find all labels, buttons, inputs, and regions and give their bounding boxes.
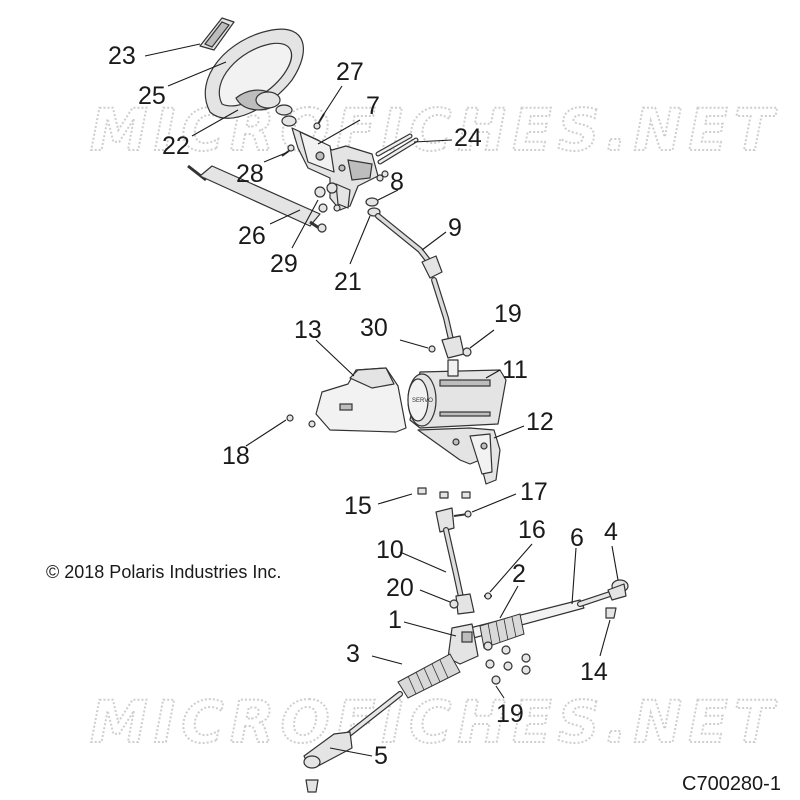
callout-12: 12 [526, 408, 554, 436]
part-30-bolt[interactable] [428, 345, 436, 353]
part-5-left-tie-rod[interactable] [303, 691, 403, 793]
part-20-nut[interactable] [449, 599, 459, 609]
part-4-right-tie-rod-end[interactable] [607, 579, 629, 601]
diagram-code: C700280-1 [682, 773, 781, 795]
watermark-bottom: MICROFICHES.NET [90, 688, 779, 756]
callout-19-upper: 19 [494, 300, 522, 328]
callout-7: 7 [366, 92, 380, 120]
callout-5: 5 [374, 742, 388, 770]
part-15-bolts[interactable] [417, 487, 471, 499]
part-22-steering-wheel[interactable] [204, 28, 304, 119]
callout-27: 27 [336, 58, 364, 86]
part-10-lower-shaft[interactable] [435, 507, 475, 615]
part-13-eps-cover[interactable] [315, 367, 407, 433]
part-17-bolt[interactable] [453, 510, 472, 518]
copyright-text: © 2018 Polaris Industries Inc. [46, 562, 281, 582]
part-16-bolt[interactable] [484, 592, 492, 600]
callout-4: 4 [604, 518, 618, 546]
part-23-wheel-cap[interactable] [199, 17, 235, 51]
callout-30: 30 [360, 314, 388, 342]
part-3-steering-boot[interactable] [397, 653, 461, 699]
part-24-tilt-bolts[interactable] [375, 133, 419, 182]
part-1-rack-housing[interactable] [447, 623, 479, 665]
callout-6: 6 [570, 524, 584, 552]
callout-17: 17 [520, 478, 548, 506]
callout-24: 24 [454, 124, 482, 152]
callout-labels: 23 25 22 27 7 24 28 8 9 26 29 21 30 19 1… [108, 42, 618, 770]
callout-16: 16 [518, 516, 546, 544]
callout-29: 29 [270, 250, 298, 278]
part-11-eps-unit[interactable]: SERVO [407, 359, 507, 429]
callout-8: 8 [390, 168, 404, 196]
callout-3: 3 [346, 640, 360, 668]
callout-13: 13 [294, 316, 322, 344]
callout-14: 14 [580, 658, 608, 686]
callout-19-lower: 19 [496, 700, 524, 728]
callout-28: 28 [236, 160, 264, 188]
part-2-steering-rack[interactable] [461, 599, 585, 649]
watermark-top: MICROFICHES.NET [90, 96, 779, 164]
callout-9: 9 [448, 214, 462, 242]
part-18-screws[interactable] [286, 414, 316, 428]
part-14-nut[interactable] [605, 607, 617, 619]
callout-18: 18 [222, 442, 250, 470]
callout-1: 1 [388, 606, 402, 634]
part-8-bushing[interactable] [365, 197, 379, 207]
part-19-nuts-lower[interactable] [483, 641, 531, 685]
callout-26: 26 [238, 222, 266, 250]
callout-11: 11 [502, 356, 528, 384]
part-12-mounting-bracket[interactable] [417, 427, 501, 485]
part-29-nuts[interactable] [314, 182, 341, 213]
callout-15: 15 [344, 492, 372, 520]
eps-label: SERVO [412, 398, 433, 404]
part-7-column-bracket[interactable] [275, 104, 379, 211]
callout-21: 21 [334, 268, 362, 296]
callout-20: 20 [386, 574, 414, 602]
callout-10: 10 [376, 536, 404, 564]
callout-23: 23 [108, 42, 136, 70]
callout-2: 2 [512, 560, 526, 588]
part-19-nut-upper[interactable] [462, 347, 472, 357]
leader-lines [144, 43, 619, 757]
callout-25: 25 [138, 82, 166, 110]
part-9-upper-shaft[interactable] [375, 213, 465, 359]
callout-22: 22 [162, 132, 190, 160]
part-26-gas-strut[interactable] [187, 164, 327, 233]
